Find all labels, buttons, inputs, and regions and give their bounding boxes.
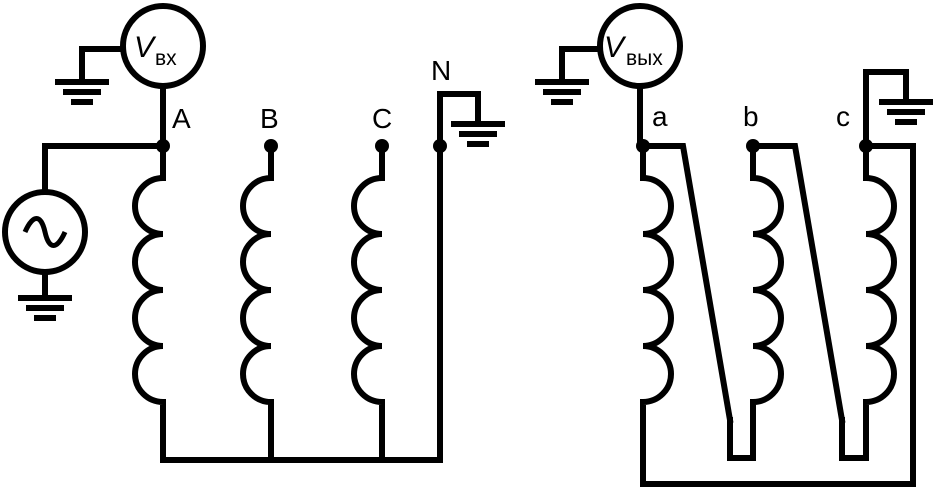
ground-icon — [451, 121, 505, 147]
neutral-ground-wire — [437, 91, 481, 149]
voltmeter-out-ground-wire — [559, 46, 603, 85]
terminal-label-c: C — [372, 103, 392, 134]
star-neutral-bus — [160, 143, 443, 463]
ac-source-icon — [2, 189, 88, 275]
delta-link-b — [750, 143, 846, 424]
terminal-label-a-lower: a — [652, 101, 668, 132]
voltmeter-out-symbol: V — [604, 31, 627, 64]
primary-winding-group: V вх — [2, 3, 505, 463]
source-wire — [42, 143, 166, 193]
voltmeter-in-symbol: V — [134, 31, 157, 64]
terminal-c-dot — [859, 139, 873, 153]
terminal-c-ground-wire — [863, 69, 909, 149]
ground-icon — [535, 79, 589, 105]
coil-icon — [640, 143, 674, 423]
terminal-label-c-lower: c — [836, 101, 850, 132]
coil-icon — [240, 143, 274, 463]
coil-icon — [839, 143, 897, 461]
terminal-a-dot — [636, 139, 650, 153]
voltmeter-in-subscript: вх — [155, 47, 177, 70]
terminal-label-n: N — [431, 55, 451, 86]
terminal-label-b-lower: b — [743, 101, 759, 132]
voltmeter-out-subscript: вых — [626, 47, 663, 70]
voltmeter-in-icon: V вх — [120, 3, 206, 89]
terminal-label-a: A — [172, 103, 191, 134]
ground-icon — [55, 79, 109, 105]
voltmeter-in-ground-wire — [79, 46, 126, 85]
ground-icon — [18, 295, 72, 321]
terminal-c-dot — [375, 139, 389, 153]
coil-icon — [351, 143, 385, 463]
terminal-label-b: B — [260, 103, 279, 134]
terminal-a-dot — [156, 139, 170, 153]
delta-link-a — [640, 143, 734, 424]
terminal-n-dot — [433, 139, 447, 153]
coil-icon — [727, 143, 784, 461]
ground-icon — [879, 99, 933, 125]
delta-link-c — [640, 143, 916, 487]
terminal-b-dot — [746, 139, 760, 153]
secondary-winding-group: V вых a b c — [535, 3, 933, 487]
voltmeter-out-icon: V вых — [597, 3, 683, 89]
coil-icon — [132, 143, 166, 463]
terminal-b-dot — [264, 139, 278, 153]
